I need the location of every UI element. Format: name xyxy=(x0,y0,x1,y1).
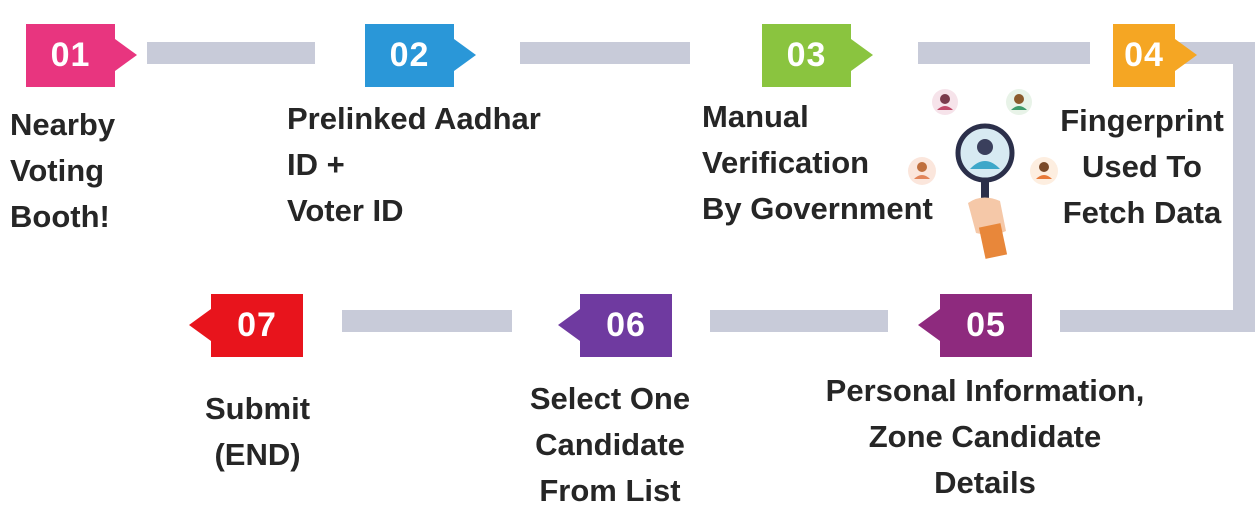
step-07-box: 07 xyxy=(189,294,303,357)
step-05-box: 05 xyxy=(918,294,1032,357)
connector-03-04 xyxy=(918,42,1090,64)
person-avatar-icon xyxy=(1030,157,1058,185)
person-avatar-icon xyxy=(908,157,936,185)
connector-02-03 xyxy=(520,42,690,64)
step-04-box: 04 xyxy=(1113,24,1197,87)
hand-icon xyxy=(968,197,1008,259)
step-02-box: 02 xyxy=(365,24,476,87)
step-06-box: 06 xyxy=(558,294,672,357)
connector-06-07 xyxy=(342,310,512,332)
step-01-box: 01 xyxy=(26,24,137,87)
person-avatar-icon xyxy=(1006,89,1032,115)
connector-01-02 xyxy=(147,42,315,64)
connector-05-06 xyxy=(710,310,888,332)
step-03-box: 03 xyxy=(762,24,873,87)
connector-04-05-vertical xyxy=(1233,42,1255,332)
verification-magnifier-people-icon xyxy=(908,89,1058,259)
magnifier-icon xyxy=(955,123,1015,207)
person-avatar-icon xyxy=(932,89,958,115)
step-07-label: Submit(END) xyxy=(204,391,311,472)
connector-04-05-bottom xyxy=(1060,310,1255,332)
